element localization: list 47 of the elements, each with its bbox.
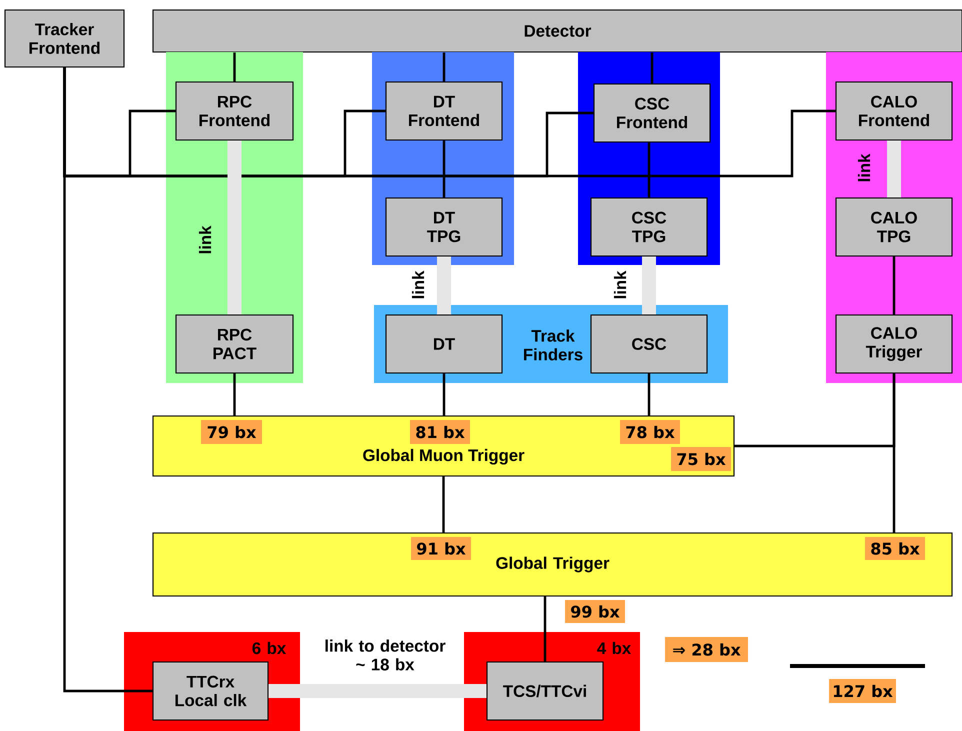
- connector-line: [892, 374, 896, 532]
- connector-line: [442, 140, 446, 198]
- connector-line: [442, 476, 445, 532]
- latency-badge: 81 bx: [410, 420, 470, 444]
- latency-badge: 75 bx: [671, 447, 731, 471]
- latency-badge: 79 bx: [201, 420, 262, 444]
- edge-label: link: [858, 154, 870, 182]
- connector-line: [63, 68, 152, 692]
- frontend-box: DT Frontend: [385, 81, 503, 141]
- edge-label: link to detector ~ 18 bx: [326, 640, 446, 670]
- tpg-box: DT TPG: [385, 197, 503, 257]
- frontend-box: Tracker Frontend: [4, 9, 125, 68]
- frontend-box: CSC Frontend: [593, 83, 711, 143]
- trigger-box: CALO Trigger: [835, 314, 953, 374]
- connector-line: [233, 52, 236, 82]
- edge-label: link: [412, 270, 424, 298]
- connector-line: [648, 374, 650, 416]
- frontend-box: CALO Frontend: [835, 81, 953, 141]
- link-bar: [887, 140, 902, 198]
- connector-line: [544, 596, 546, 662]
- detector-bar: Detector: [152, 9, 962, 53]
- latency-badge: 127 bx: [829, 679, 896, 703]
- link-bar: [642, 256, 656, 314]
- edge-label: link: [198, 226, 212, 254]
- latency-badge: 78 bx: [620, 420, 680, 444]
- track-finder-box: DT: [385, 314, 503, 374]
- latency-badge: 99 bx: [565, 600, 625, 623]
- pact-box: RPC PACT: [175, 314, 294, 374]
- latency-badge: ⇒ 28 bx: [665, 637, 748, 662]
- connector-line: [442, 374, 446, 416]
- tpg-box: CSC TPG: [590, 197, 708, 257]
- latency-badge: 85 bx: [865, 537, 926, 560]
- connector-line: [650, 52, 654, 84]
- edge-label: link: [614, 270, 626, 298]
- link-bar: [228, 140, 242, 314]
- latency-badge: 91 bx: [411, 537, 471, 560]
- tcs-box: TCS/TTCvi: [486, 661, 604, 721]
- link-bar: [268, 684, 486, 698]
- connector-line: [648, 142, 650, 198]
- link-bar: [437, 256, 451, 314]
- connector-line: [442, 52, 446, 82]
- tpg-box: CALO TPG: [835, 197, 953, 257]
- ttcrx-box: TTCrx Local clk: [152, 661, 269, 721]
- connector-line: [892, 256, 896, 314]
- connector-line: [233, 374, 236, 416]
- track-finder-box: CSC: [590, 314, 708, 374]
- frontend-box: RPC Frontend: [175, 81, 294, 141]
